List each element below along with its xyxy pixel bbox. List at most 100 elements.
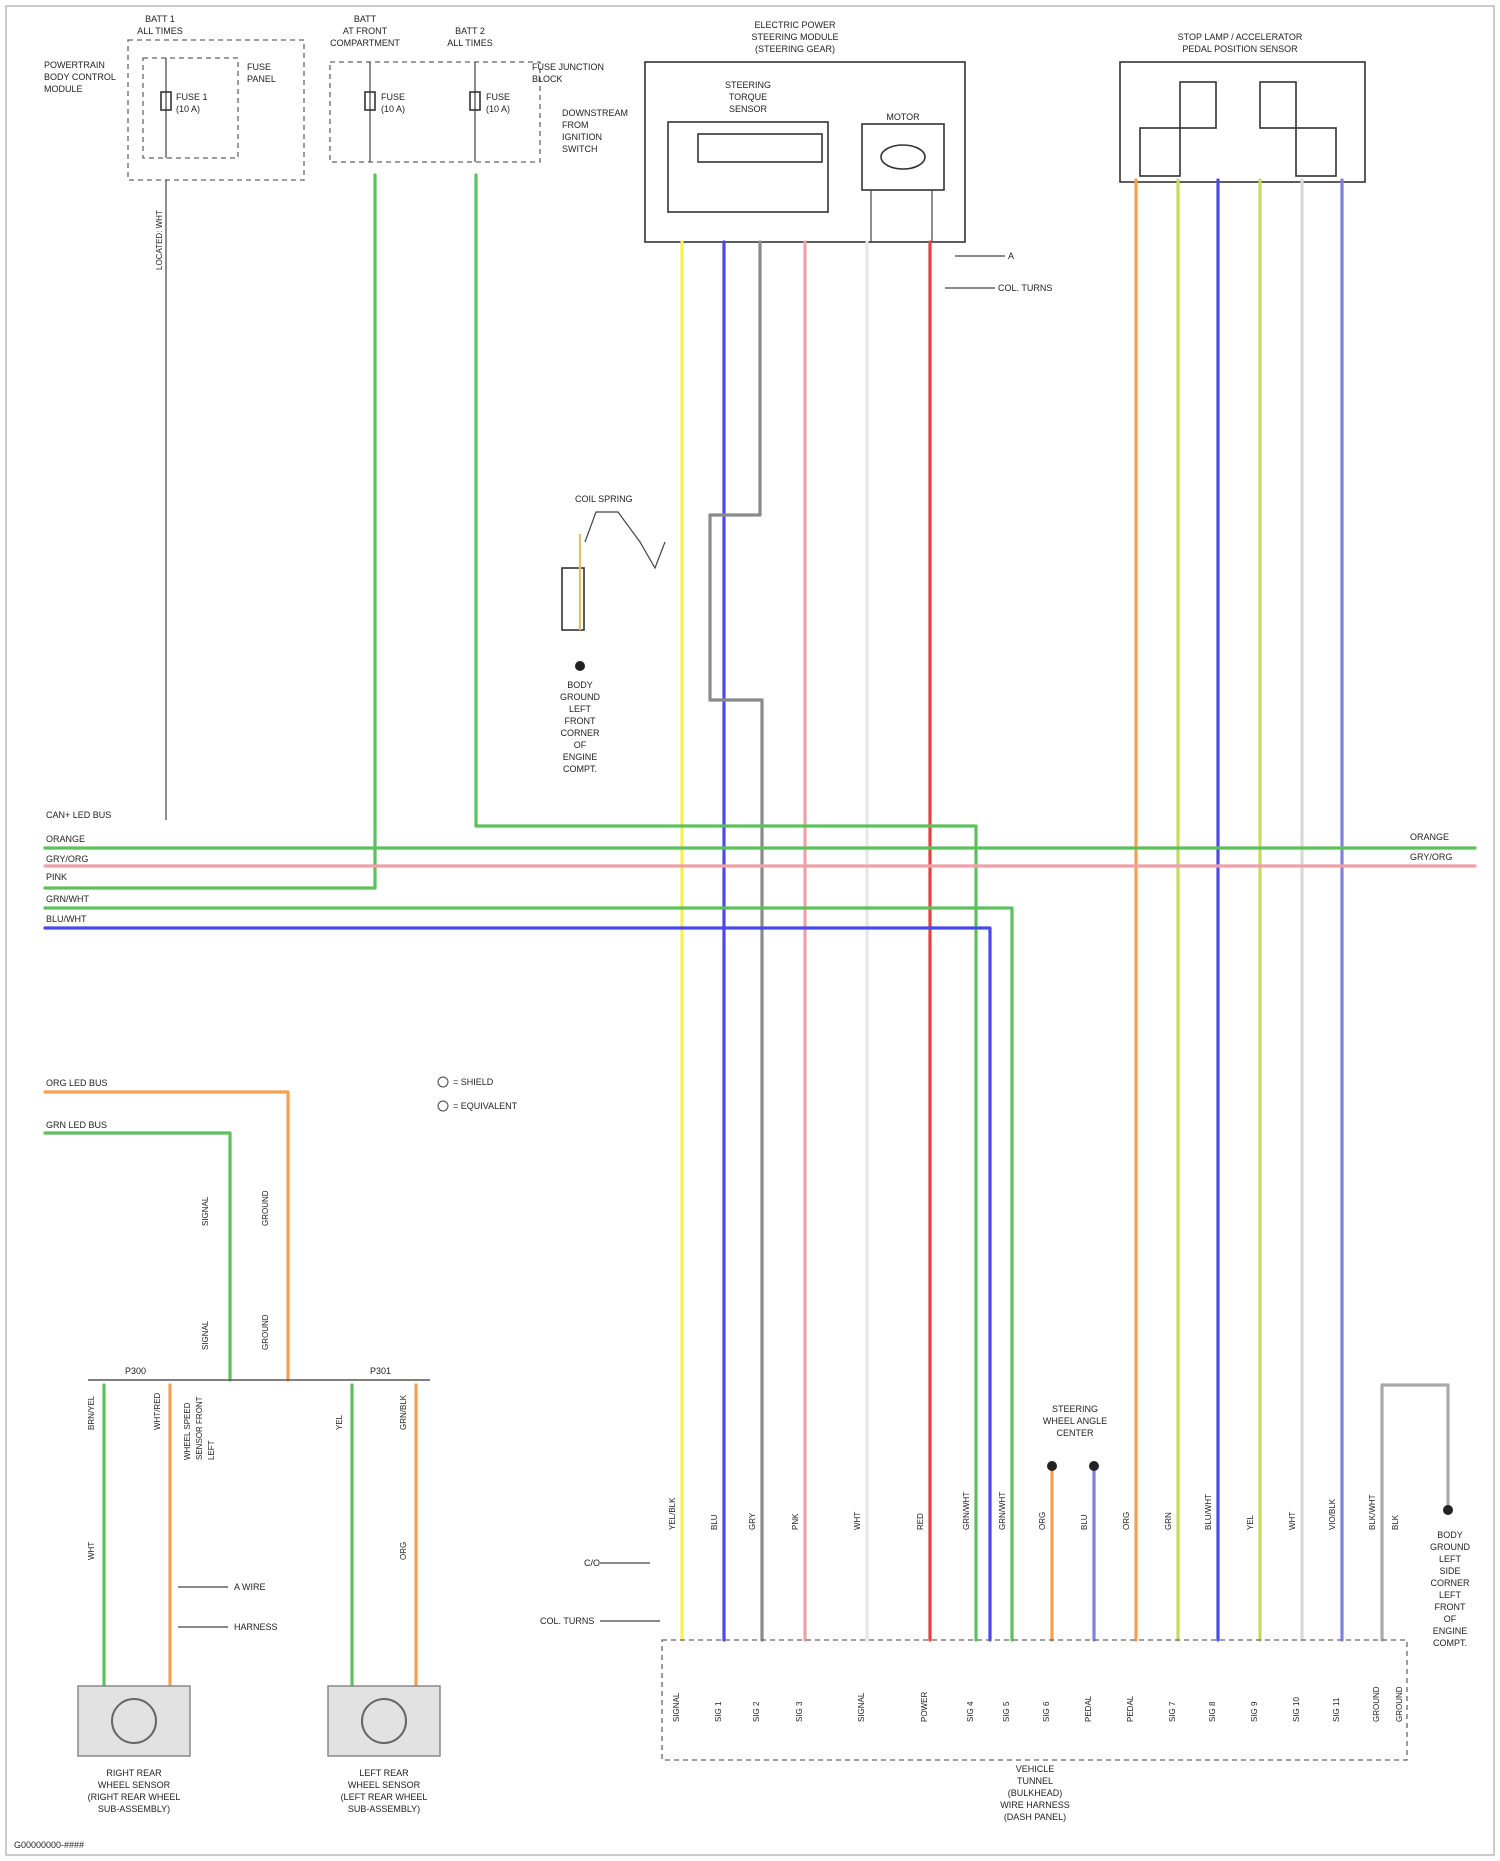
- fuse-mid1-label-1: FUSE: [381, 92, 405, 102]
- steering-outer-box: [645, 62, 965, 242]
- ll-v-1: GROUND: [261, 1190, 270, 1226]
- joint-3: CENTER: [1056, 1428, 1094, 1438]
- steering-title-2: STEERING MODULE: [751, 32, 838, 42]
- bottom-title-4: WIRE HARNESS: [1000, 1800, 1070, 1810]
- coil-ground-1: BODY: [567, 680, 593, 690]
- pedal-title-1: STOP LAMP / ACCELERATOR: [1178, 32, 1303, 42]
- bottom-pin-label: GROUND: [1395, 1686, 1404, 1722]
- arrow-a-label: A: [1008, 251, 1014, 261]
- coil-ground-3: LEFT: [569, 704, 592, 714]
- coil-ground-6: OF: [574, 740, 587, 750]
- steering-title-3: (STEERING GEAR): [755, 44, 835, 54]
- bottom-pin-label: SIGNAL: [672, 1692, 681, 1722]
- pedal-sensor-d: [1296, 128, 1336, 176]
- wheel-lr-3: (LEFT REAR WHEEL: [341, 1792, 428, 1802]
- steering-inner-3: SENSOR: [729, 104, 768, 114]
- coil-ground-2: GROUND: [560, 692, 600, 702]
- bottom-pin-label: GROUND: [1372, 1686, 1381, 1722]
- bottom-pin-label: SIG 10: [1292, 1697, 1301, 1722]
- wheel-rr-2: WHEEL SENSOR: [98, 1780, 171, 1790]
- joint-dot-2: [1089, 1461, 1099, 1471]
- fuse-box-mid: BATT AT FRONT COMPARTMENT BATT 2 ALL TIM…: [330, 14, 628, 162]
- bottom-marker-2: COL. TURNS: [540, 1616, 594, 1626]
- ground-r-4: SIDE: [1439, 1566, 1460, 1576]
- coil-ground-7: ENGINE: [563, 752, 598, 762]
- fuse-left-label-1: FUSE 1: [176, 92, 208, 102]
- bottom-wire-label: GRN/WHT: [962, 1492, 971, 1530]
- ll-v-3: GROUND: [261, 1314, 270, 1350]
- bus-left-2: GRY/ORG: [46, 854, 88, 864]
- bottom-wire-label: ORG: [1122, 1512, 1131, 1530]
- ll-v-6: YEL: [335, 1414, 344, 1430]
- joint-dot-1: [1047, 1461, 1057, 1471]
- bottom-wire-label: WHT: [853, 1512, 862, 1530]
- ll-note-1: A WIRE: [234, 1582, 266, 1592]
- bottom-wire-label: BLK/WHT: [1368, 1494, 1377, 1530]
- fuse-mid1-title-2: AT FRONT: [343, 26, 388, 36]
- coil-ground-5: CORNER: [560, 728, 600, 738]
- ll-wire-2: GRN LED BUS: [46, 1120, 107, 1130]
- ll-v-7: GRN/BLK: [399, 1394, 408, 1430]
- bottom-title-5: (DASH PANEL): [1004, 1812, 1066, 1822]
- bottom-wire-label: GRN: [1164, 1512, 1173, 1530]
- ground-r-3: LEFT: [1439, 1554, 1462, 1564]
- steering-motor-box: [862, 124, 944, 190]
- wheel-sensor-rr: [78, 1686, 190, 1756]
- bus-header: CAN+ LED BUS: [46, 810, 111, 820]
- bottom-wire-label: GRY: [748, 1512, 757, 1530]
- joint-1: STEERING: [1052, 1404, 1098, 1414]
- fuse-mid-side-5: IGNITION: [562, 132, 602, 142]
- bottom-pin-labels: SIGNALSIG 1SIG 2SIG 3SIGNALPOWERSIG 4SIG…: [672, 1686, 1404, 1722]
- legend-shield: = SHIELD: [453, 1077, 494, 1087]
- ground-r-10: COMPT.: [1433, 1638, 1467, 1648]
- fuse-left-outline: [128, 40, 304, 180]
- ll-sensor-3: LEFT: [207, 1440, 216, 1460]
- ll-note-2: HARNESS: [234, 1622, 278, 1632]
- diagram-frame: [6, 6, 1494, 1855]
- steering-inner-1: STEERING: [725, 80, 771, 90]
- bottom-pin-label: SIG 2: [752, 1701, 761, 1722]
- coil-spring: COIL SPRING BODY GROUND LEFT FRONT CORNE…: [560, 494, 665, 774]
- wheel-rr-3: (RIGHT REAR WHEEL: [88, 1792, 181, 1802]
- ground-dot-right: [1443, 1505, 1453, 1515]
- bus-blue: [45, 928, 990, 1640]
- ll-v-4: BRN/YEL: [87, 1395, 96, 1430]
- fuse-left-panel-1: FUSE: [247, 62, 271, 72]
- ground-r-1: BODY: [1437, 1530, 1463, 1540]
- bottom-wire-label: PNK: [791, 1513, 800, 1530]
- bottom-pin-label: PEDAL: [1084, 1695, 1093, 1722]
- bottom-wire-label: VIO/BLK: [1328, 1498, 1337, 1530]
- fuse-mid2-title-1: BATT 2: [455, 26, 485, 36]
- ground-r-5: CORNER: [1430, 1578, 1470, 1588]
- wire-green-fuse1: [45, 175, 375, 888]
- bottom-pin-label: SIG 3: [795, 1701, 804, 1722]
- lower-left: = SHIELD = EQUIVALENT ORG LED BUS GRN LE…: [46, 1077, 518, 1814]
- ll-id-2: P301: [370, 1366, 391, 1376]
- wiring: [45, 175, 1475, 1686]
- fuse-mid1-title-3: COMPARTMENT: [330, 38, 400, 48]
- steering-sensor-box: [668, 122, 828, 212]
- bottom-pin-label: SIG 8: [1208, 1701, 1217, 1722]
- coil-ground-8: COMPT.: [563, 764, 597, 774]
- ground-r-6: LEFT: [1439, 1590, 1462, 1600]
- bottom-wire-label: WHT: [1288, 1512, 1297, 1530]
- ground-r-8: OF: [1444, 1614, 1457, 1624]
- bottom-wire-label: BLU: [710, 1514, 719, 1530]
- bottom-pin-label: SIGNAL: [857, 1692, 866, 1722]
- bottom-title-1: VEHICLE: [1016, 1764, 1055, 1774]
- pedal-outer-box: [1120, 62, 1365, 182]
- bus-left-3: PINK: [46, 872, 67, 882]
- ll-v-0: SIGNAL: [201, 1196, 210, 1226]
- fuse-mid-side-3: DOWNSTREAM: [562, 108, 628, 118]
- ground-r-9: ENGINE: [1433, 1626, 1468, 1636]
- bottom-pin-label: SIG 11: [1332, 1697, 1341, 1722]
- ll-v-9: ORG: [399, 1542, 408, 1560]
- bus-left-4: GRN/WHT: [46, 894, 89, 904]
- ll-v-2: SIGNAL: [201, 1320, 210, 1350]
- bottom-pin-label: PEDAL: [1126, 1695, 1135, 1722]
- pedal-sensor-c: [1260, 82, 1296, 128]
- fuse-left-title-1: BATT 1: [145, 14, 175, 24]
- fuse-left-title-2: ALL TIMES: [137, 26, 183, 36]
- wire-gray: [710, 242, 762, 1640]
- fuse-left-side-1: POWERTRAIN: [44, 60, 105, 70]
